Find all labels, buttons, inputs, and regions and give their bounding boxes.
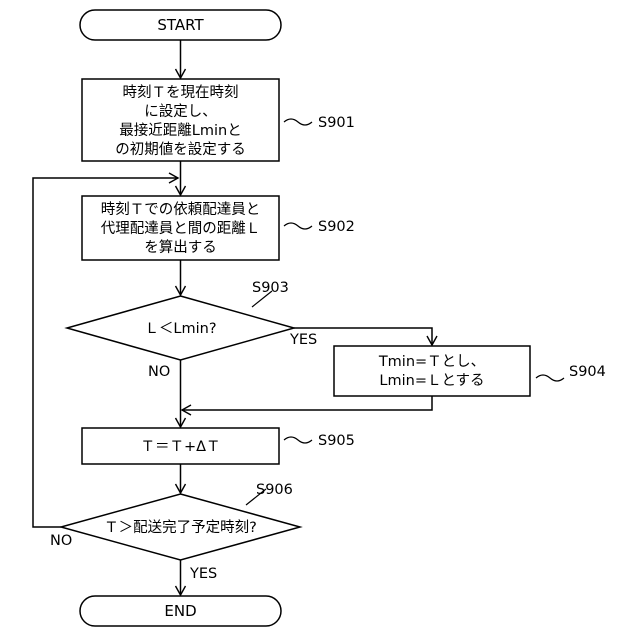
s904-line-1: Tmin=Ｔとし、 — [378, 354, 485, 370]
s901-line-4: の初期値を設定する — [115, 141, 246, 158]
s902-line-1: 時刻Ｔでの依頼配達員と — [101, 201, 261, 218]
s903-no-label: NO — [148, 364, 170, 380]
s906-no-label: NO — [50, 533, 72, 549]
s901-line-1: 時刻Ｔを現在時刻 — [123, 84, 239, 101]
s904-line-2: Lmin=Ｌとする — [379, 372, 484, 389]
s905-leader — [284, 437, 312, 443]
s904-ref: S904 — [569, 364, 606, 380]
step-s904: Tmin=Ｔとし、 Lmin=Ｌとする S904 — [334, 346, 606, 396]
start-label: START — [157, 16, 204, 34]
start-terminal: START — [80, 10, 281, 40]
s904-leader — [536, 375, 564, 381]
end-terminal: END — [80, 596, 281, 626]
s901-line-2: に設定し、 — [144, 103, 217, 120]
s906-ref: S906 — [256, 482, 293, 498]
decision-s903: Ｌ＜Lmin? S903 YES NO — [67, 280, 317, 380]
s902-line-2: 代理配達員と間の距離Ｌ — [101, 219, 261, 237]
step-s905: Ｔ＝Ｔ+ΔＴ S905 — [82, 428, 355, 464]
s901-leader — [284, 119, 312, 125]
s903-ref: S903 — [252, 280, 289, 296]
s902-leader — [284, 223, 312, 229]
s902-ref: S902 — [318, 219, 355, 235]
s903-condition: Ｌ＜Lmin? — [144, 321, 216, 337]
end-label: END — [164, 602, 196, 620]
s901-ref: S901 — [318, 115, 355, 131]
step-s901: 時刻Ｔを現在時刻 に設定し、 最接近距離Lminと の初期値を設定する S901 — [82, 79, 355, 161]
step-s902: 時刻Ｔでの依頼配達員と 代理配達員と間の距離Ｌ を算出する S902 — [82, 196, 355, 260]
s902-line-3: を算出する — [144, 239, 217, 256]
s901-line-3: 最接近距離Lminと — [119, 121, 241, 139]
s906-yes-label: YES — [189, 566, 217, 582]
s905-ref: S905 — [318, 433, 355, 449]
s903-yes-label: YES — [289, 332, 317, 348]
s905-text: Ｔ＝Ｔ+ΔＴ — [140, 439, 220, 455]
connector-s904-merge — [182, 396, 432, 410]
s906-condition: Ｔ＞配送完了予定時刻? — [104, 519, 257, 536]
decision-s906: Ｔ＞配送完了予定時刻? S906 YES NO — [50, 482, 300, 582]
